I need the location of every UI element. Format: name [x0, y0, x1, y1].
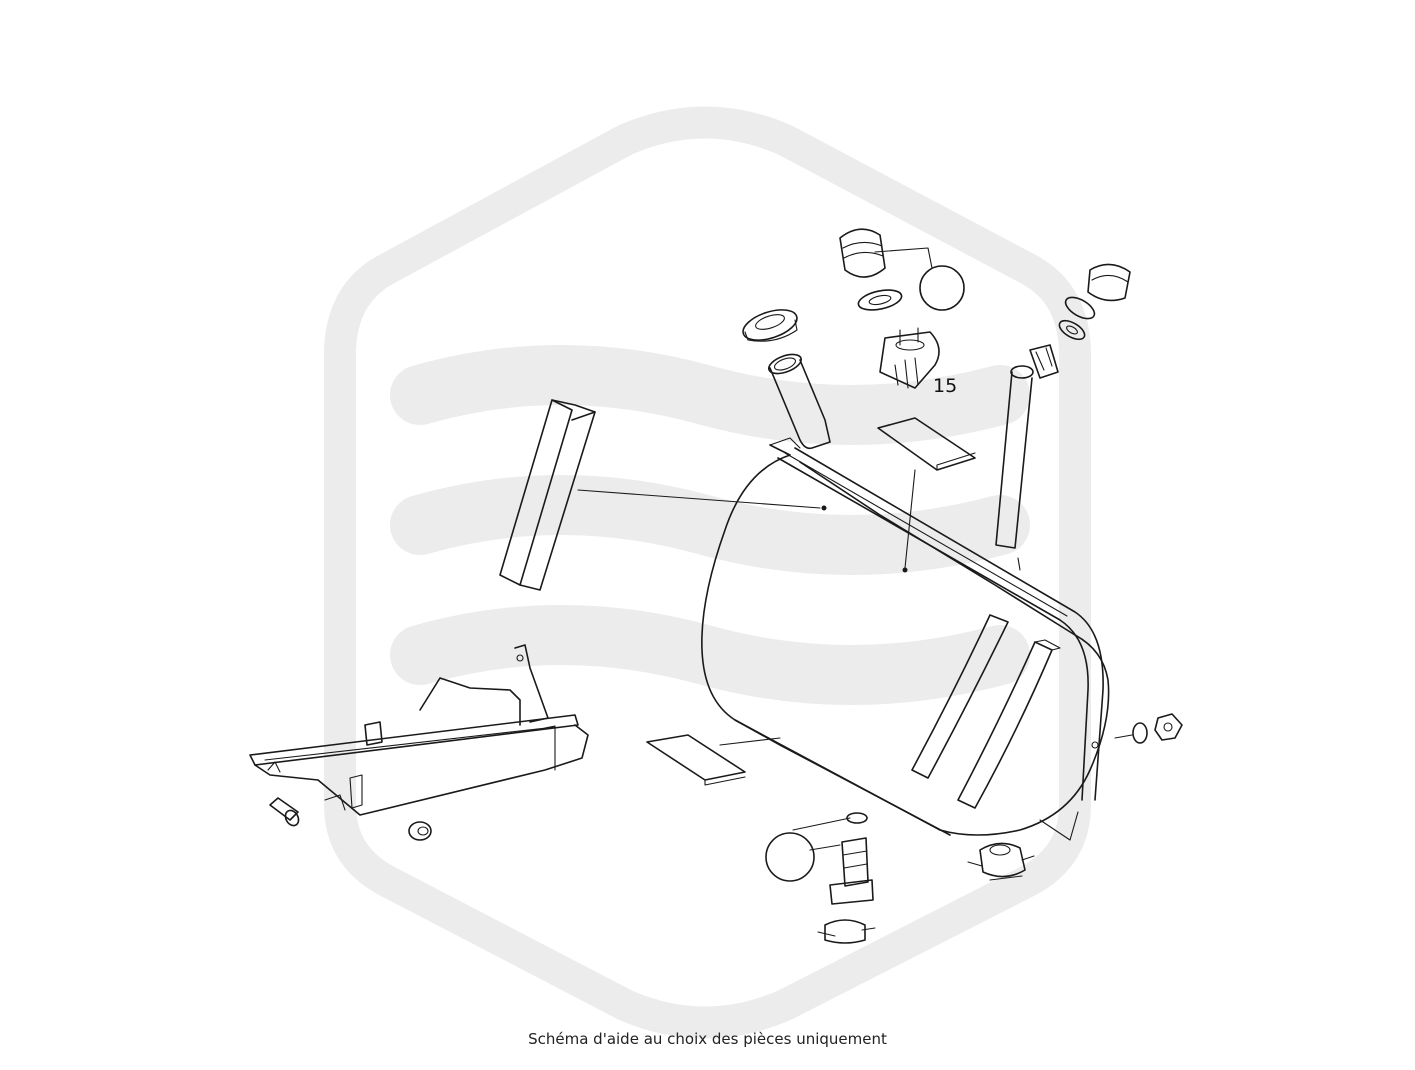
- tank-pad-bottom: [646, 734, 781, 786]
- spacer-and-nut-left: [269, 797, 432, 841]
- tank-strips: [911, 614, 1061, 809]
- tank-pad-top: [877, 417, 976, 573]
- diagram-caption: Schéma d'aide au choix des pièces unique…: [528, 1030, 887, 1048]
- strainer-assembly-bottom: [765, 812, 876, 944]
- tank-foam-pad-left: [499, 399, 827, 591]
- grommet-assembly-top: [839, 228, 965, 311]
- filler-grommet: [742, 309, 798, 342]
- skid-plate: [249, 644, 589, 816]
- sensor-bottom-right: [967, 842, 1035, 881]
- callout-label-15: 15: [933, 375, 957, 397]
- fuel-sender-unit-15: 15: [879, 327, 957, 397]
- nut-washer-right: [1114, 713, 1183, 744]
- fuel-tank: [701, 353, 1110, 841]
- grommet-assembly-right: [1058, 263, 1131, 341]
- watermark-logo-icon: [324, 106, 1091, 1039]
- vent-pipe: [995, 344, 1059, 571]
